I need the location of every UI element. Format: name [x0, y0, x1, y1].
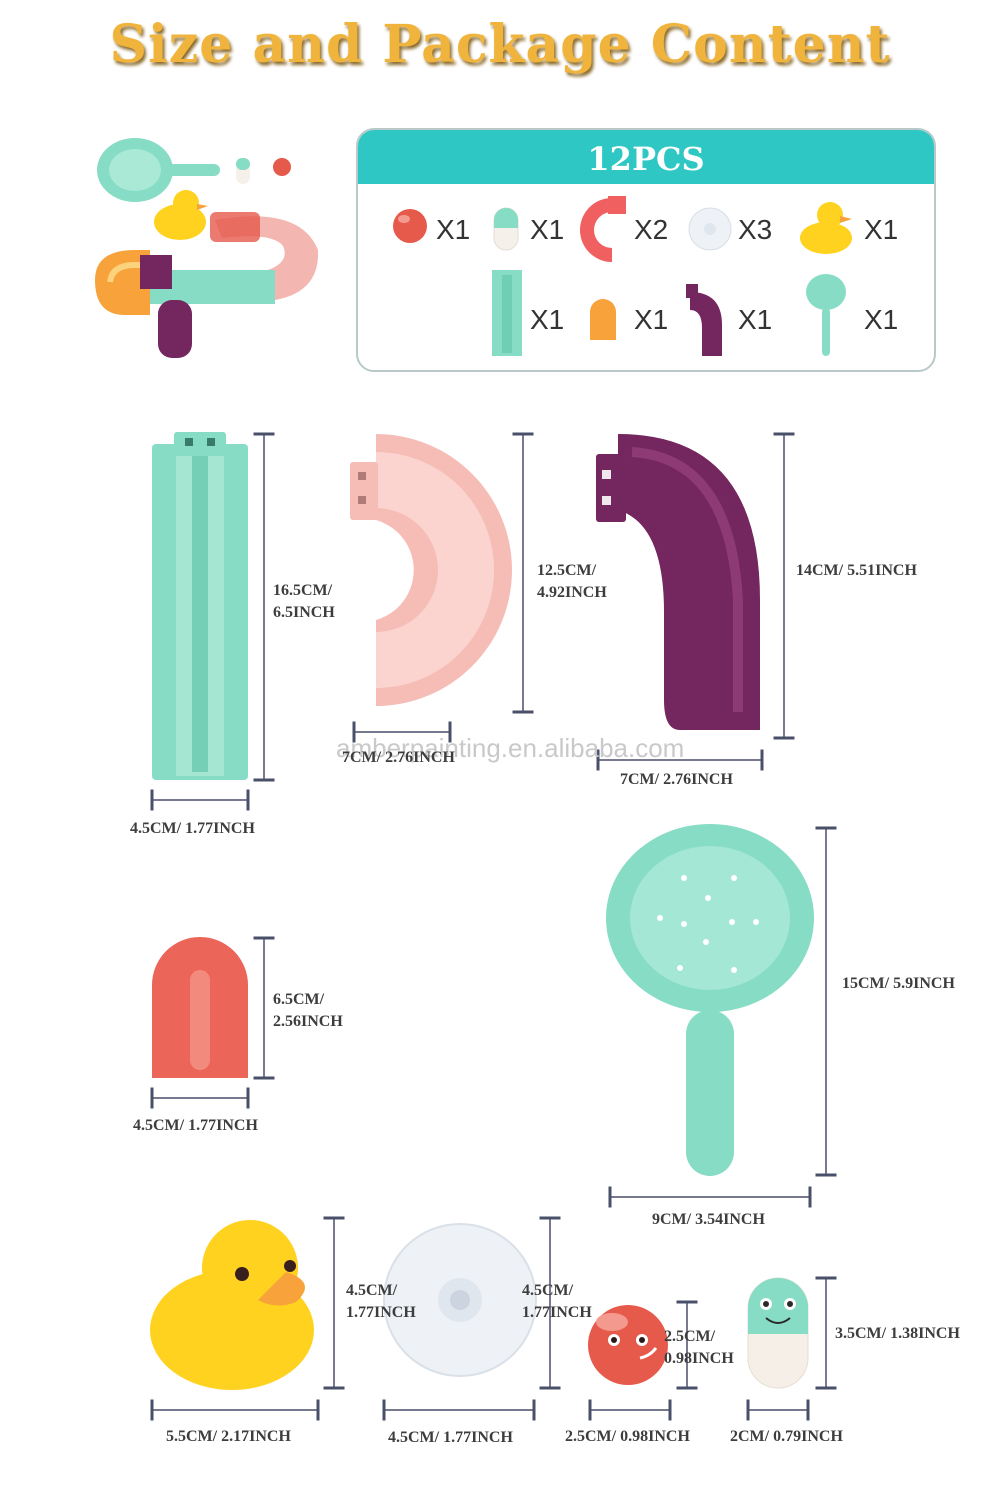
curved-track-qty: X2	[634, 214, 669, 245]
straight-height-label: 16.5CM/ 6.5INCH	[273, 580, 335, 624]
curve-width-label: 7CM/ 2.76INCH	[342, 749, 455, 766]
pill-qty: X1	[530, 214, 565, 245]
cap-width-label: 4.5CM/ 1.77INCH	[133, 1117, 258, 1134]
assembled-track-icon	[95, 212, 319, 358]
ball-height-inch: 0.98INCH	[664, 1350, 734, 1367]
cup-width-label: 4.5CM/ 1.77INCH	[388, 1429, 513, 1446]
strainer-scoop-icon	[806, 274, 846, 356]
red-ball-part	[588, 1305, 668, 1385]
straight-track-qty: X1	[530, 304, 565, 335]
assembled-ball-icon	[273, 158, 291, 176]
rubber-duck-part	[150, 1220, 314, 1390]
assembled-pill-icon	[236, 158, 250, 184]
duck-height-cm: 4.5CM/	[346, 1282, 398, 1299]
pill-height-label: 3.5CM/ 1.38INCH	[835, 1325, 960, 1342]
elbow-track-part	[596, 434, 760, 730]
cup-height-inch: 1.77INCH	[522, 1304, 592, 1321]
straight-width-label: 4.5CM/ 1.77INCH	[130, 820, 255, 837]
pill-width-label: 2CM/ 0.79INCH	[730, 1428, 843, 1445]
assembled-duck-icon	[154, 190, 208, 240]
suction-cup-part	[383, 1223, 537, 1377]
duck-width-label: 5.5CM/ 2.17INCH	[166, 1428, 291, 1445]
straight-track-part	[152, 432, 248, 780]
duck-qty: X1	[864, 214, 899, 245]
cup-height-label: 4.5CM/ 1.77INCH	[522, 1280, 592, 1324]
cup-height-cm: 4.5CM/	[522, 1282, 574, 1299]
strainer-scoop-part	[606, 824, 814, 1176]
measurement-lines	[150, 432, 837, 1421]
straight-height-inch: 6.5INCH	[273, 604, 335, 621]
end-cap-qty: X1	[634, 304, 669, 335]
page-title: Size and Package Content	[109, 14, 891, 75]
scoop-width-label: 9CM/ 3.54INCH	[652, 1211, 765, 1228]
curve-height-cm: 12.5CM/	[537, 562, 597, 579]
elbow-width-label: 7CM/ 2.76INCH	[620, 771, 733, 788]
ball-height-label: 2.5CM/ 0.98INCH	[664, 1326, 734, 1370]
curved-track-icon	[580, 196, 626, 262]
duck-height-label: 4.5CM/ 1.77INCH	[346, 1280, 416, 1324]
cap-height-inch: 2.56INCH	[273, 1013, 343, 1030]
end-cap-icon	[590, 299, 616, 340]
elbow-track-qty: X1	[738, 304, 773, 335]
watermark: amberpainting.en.alibaba.com	[336, 733, 685, 763]
elbow-height-label: 14CM/ 5.51INCH	[796, 562, 917, 579]
scoop-qty: X1	[864, 304, 899, 335]
straight-track-icon	[492, 270, 522, 356]
duck-height-inch: 1.77INCH	[346, 1304, 416, 1321]
elbow-track-icon	[686, 284, 722, 356]
curved-track-part	[350, 434, 512, 706]
cap-height-cm: 6.5CM/	[273, 991, 325, 1008]
ball-width-label: 2.5CM/ 0.98INCH	[565, 1428, 690, 1445]
pill-capsule-icon	[493, 207, 519, 251]
cap-height-label: 6.5CM/ 2.56INCH	[273, 989, 343, 1033]
scoop-height-label: 15CM/ 5.9INCH	[842, 975, 955, 992]
pill-capsule-part	[747, 1277, 809, 1389]
assembled-scoop-icon	[97, 138, 220, 202]
suction-cup-icon	[688, 207, 732, 251]
suction-cup-qty: X3	[738, 214, 773, 245]
package-count-header: 12PCS	[358, 130, 934, 184]
end-cap-part	[152, 937, 248, 1078]
rubber-duck-icon	[800, 202, 852, 254]
ball-height-cm: 2.5CM/	[664, 1328, 716, 1345]
curve-height-inch: 4.92INCH	[537, 584, 607, 601]
red-ball-icon	[393, 209, 427, 243]
straight-height-cm: 16.5CM/	[273, 582, 333, 599]
ball-qty: X1	[436, 214, 471, 245]
curve-height-label: 12.5CM/ 4.92INCH	[537, 560, 607, 604]
